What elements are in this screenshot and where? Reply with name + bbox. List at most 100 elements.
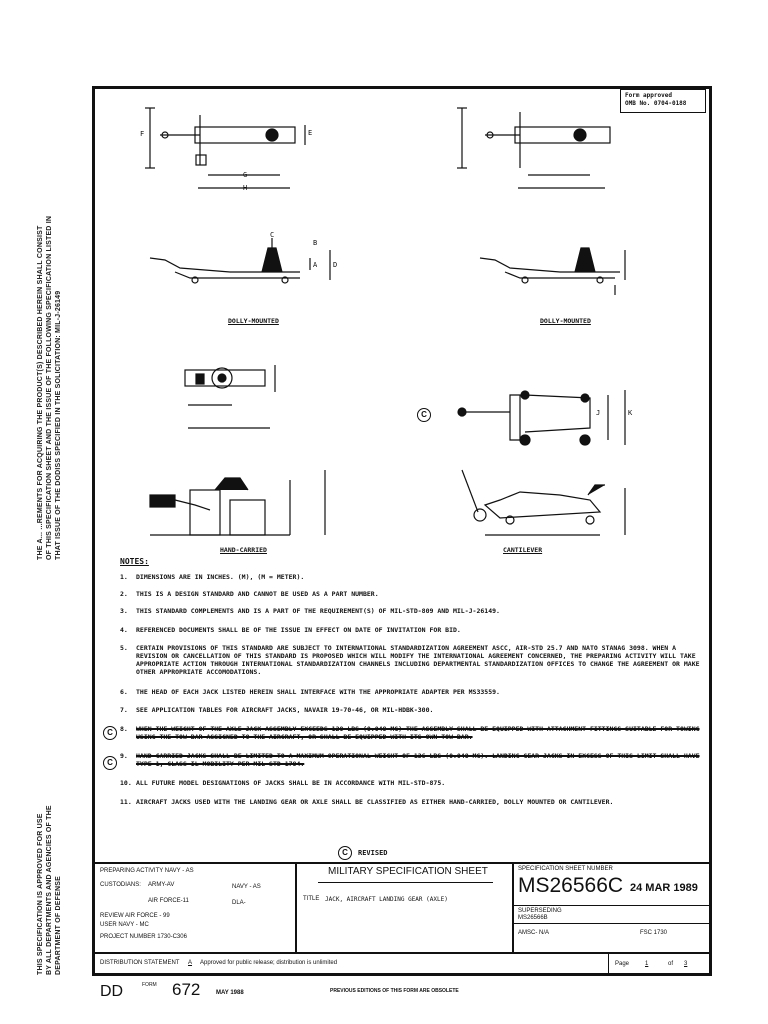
dolly-view-right (479, 247, 626, 295)
note-text: CERTAIN PROVISIONS OF THIS STANDARD ARE … (136, 644, 700, 676)
review-air-force: REVIEW AIR FORCE - 99 (100, 913, 170, 919)
caption-cantilever: CANTILEVER (503, 546, 543, 554)
hand-carried-side-view (149, 470, 326, 536)
note-number: 10. (120, 779, 132, 787)
note-10: 10. ALL FUTURE MODEL DESIGNATIONS OF JACK… (120, 779, 715, 787)
note-text: REFERENCED DOCUMENTS SHALL BE OF THE ISS… (136, 626, 461, 634)
page-total: 3 (684, 961, 688, 967)
note-9: 9. HAND CARRIED JACKS SHALL BE LIMITED TO… (120, 752, 715, 768)
title-label: TITLE (303, 896, 320, 902)
dim-letter-d: D (333, 261, 338, 269)
revision-mark-note-8: C (103, 726, 117, 740)
note-2: 2. THIS IS A DESIGN STANDARD AND CANNOT B… (120, 590, 715, 598)
plan-view-right (457, 107, 611, 189)
revision-mark-note-9: C (103, 756, 117, 770)
custodian-army: ARMY-AV (148, 882, 175, 888)
custodians-label: CUSTODIANS: (100, 882, 141, 888)
notes-title: NOTES: (120, 557, 149, 566)
dim-letter-k: K (628, 409, 633, 417)
note-text: HAND CARRIED JACKS SHALL BE LIMITED TO A… (136, 752, 700, 768)
dolly-view-left (149, 238, 331, 284)
page-number: 1 (645, 961, 649, 967)
note-number: 8. (120, 725, 128, 733)
sheet-title: MILITARY SPECIFICATION SHEET (328, 866, 488, 877)
dim-letter-a: A (313, 261, 318, 269)
note-5: 5. CERTAIN PROVISIONS OF THIS STANDARD AR… (120, 644, 715, 676)
page-label: Page (615, 961, 630, 967)
note-8: 8. WHEN THE WEIGHT OF THE AXLE JACK ASSEM… (120, 725, 715, 741)
hand-carried-plan-view (184, 365, 276, 429)
fsc: FSC 1730 (640, 930, 668, 936)
superseding-value: MS26566B (518, 915, 548, 921)
note-text: THIS STANDARD COMPLEMENTS AND IS A PART … (136, 607, 500, 615)
sheet-title-rule (318, 882, 493, 883)
distribution-text: Approved for public release; distributio… (200, 960, 338, 966)
form-date: MAY 1988 (216, 990, 244, 996)
spec-sheet-number-label: SPECIFICATION SHEET NUMBER (518, 866, 613, 872)
dim-letter-f: F (140, 130, 145, 138)
distribution-letter: A (188, 960, 193, 966)
dim-letter-c: C (270, 231, 275, 239)
revision-mark-figure: C (417, 408, 431, 422)
note-text: THIS IS A DESIGN STANDARD AND CANNOT BE … (136, 590, 379, 598)
cantilever-side-view (461, 469, 626, 536)
note-number: 2. (120, 590, 128, 598)
note-7: 7.SEE APPLICATION TABLES FOR AIRCRAFT JA… (120, 706, 715, 714)
project-number: PROJECT NUMBER 1730-C306 (100, 934, 187, 940)
note-number: 11. (120, 798, 132, 806)
plan-view-left (145, 107, 306, 189)
note-number: 3. (120, 607, 128, 615)
drawing-frame (92, 86, 712, 976)
superseding-rule (512, 905, 712, 906)
revised-mark: C (338, 846, 352, 860)
custodian-dla: DLA- (232, 900, 246, 906)
dim-letter-e: E (308, 129, 313, 137)
note-1: 1. DIMENSIONS ARE IN INCHES. (M), (M = ME… (120, 573, 715, 581)
title-block-divider-2 (512, 862, 514, 952)
note-6: 6.THE HEAD OF EACH JACK LISTED HEREIN SH… (120, 688, 715, 696)
amsc: AMSC- N/A (518, 930, 550, 936)
note-text: AIRCRAFT JACKS USED WITH THE LANDING GEA… (136, 798, 614, 806)
form-label: FORM (142, 982, 157, 988)
dim-letter-j: J (596, 409, 601, 417)
amsc-rule (512, 923, 712, 924)
note-text: WHEN THE WEIGHT OF THE AXLE JACK ASSEMBL… (136, 725, 700, 741)
custodian-air-force: AIR FORCE-11 (148, 898, 189, 904)
dim-letter-g: G (243, 171, 248, 179)
title-block-bottom-rule (92, 952, 712, 954)
ms-number: MS26566C (518, 874, 624, 897)
note-number: 5. (120, 644, 128, 652)
custodian-navy: NAVY - AS (232, 884, 261, 890)
form-number: 672 (172, 980, 201, 999)
dim-letter-h: H (243, 184, 248, 192)
note-number: 9. (120, 752, 128, 760)
dim-letter-b: B (313, 239, 318, 247)
note-number: 6. (120, 688, 128, 696)
title-text: JACK, AIRCRAFT LANDING GEAR (AXLE) (325, 896, 448, 903)
page-divider (608, 952, 609, 974)
of-label: of (668, 961, 674, 967)
caption-hand-carried: HAND-CARRIED (220, 546, 267, 554)
note-number: 4. (120, 626, 128, 634)
caption-dolly-left: DOLLY-MOUNTED (228, 317, 279, 325)
note-number: 7. (120, 706, 128, 714)
cantilever-plan-view (457, 390, 626, 446)
user-navy: USER NAVY - MC (100, 922, 149, 928)
note-text: ALL FUTURE MODEL DESIGNATIONS OF JACKS S… (136, 779, 446, 787)
preparing-activity: PREPARING ACTIVITY NAVY - AS (100, 868, 194, 874)
revised-label: REVISED (358, 849, 388, 857)
note-11: 11. AIRCRAFT JACKS USED WITH THE LANDING … (120, 798, 715, 806)
form-approved-box: Form approved OMB No. 0704-0188 (620, 89, 706, 113)
omb-number: OMB No. 0704-0188 (625, 100, 687, 107)
spec-date: 24 MAR 1989 (630, 882, 698, 894)
previous-editions-note: PREVIOUS EDITIONS OF THIS FORM ARE OBSOL… (330, 988, 459, 994)
caption-dolly-right: DOLLY-MOUNTED (540, 317, 591, 325)
note-text: DIMENSIONS ARE IN INCHES. (M), (M = METE… (136, 573, 305, 581)
dd-form-label: DD (100, 983, 124, 1000)
note-number: 1. (120, 573, 128, 581)
note-4: 4. REFERENCED DOCUMENTS SHALL BE OF THE I… (120, 626, 715, 634)
title-block-divider-1 (295, 862, 297, 952)
distribution-label: DISTRIBUTION STATEMENT (100, 960, 180, 966)
superseding-label: SUPERSEDING (518, 908, 562, 914)
